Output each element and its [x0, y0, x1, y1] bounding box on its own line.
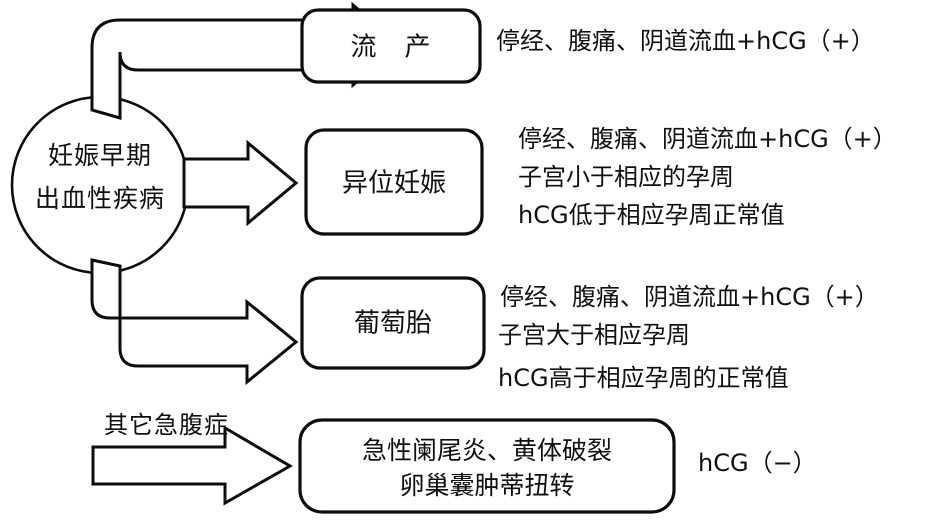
- edge-ectopic-arrow: [182, 139, 299, 227]
- detail-mole-line2: 子宫大于相应孕周: [498, 321, 690, 349]
- node-box-mole[interactable]: [300, 276, 486, 370]
- detail-mole-line3: hCG高于相应孕周的正常值: [498, 364, 789, 392]
- root-node-label-line1: 妊娠早期: [48, 141, 152, 170]
- node-box-abortion-label: 流 产: [350, 33, 431, 63]
- detail-ectopic-line1: 停经、腹痛、阴道流血+hCG（+）: [518, 125, 897, 153]
- root-node-label-line2: 出血性疾病: [35, 184, 165, 213]
- edge-other-acute-abdomen-arrow: [91, 425, 294, 506]
- node-box-ectopic-label: 异位妊娠: [342, 169, 446, 199]
- node-box-ectopic[interactable]: [304, 128, 484, 236]
- node-box-mole-label: 葡萄胎: [354, 309, 432, 339]
- detail-other-acute-abdomen-line1: hCG（−）: [698, 449, 817, 477]
- node-box-other-acute-abdomen-label-line2: 卵巢囊肿蒂扭转: [399, 471, 574, 500]
- node-box-other-acute-abdomen-label-line1: 急性阑尾炎、黄体破裂: [362, 436, 612, 465]
- detail-mole-line1: 停经、腹痛、阴道流血+hCG（+）: [500, 283, 879, 311]
- edge-other-acute-abdomen-label: 其它急腹症: [104, 411, 229, 439]
- detail-ectopic-line2: 子宫小于相应的孕周: [518, 163, 734, 191]
- node-box-other-acute-abdomen[interactable]: [298, 418, 676, 514]
- detail-ectopic-line3: hCG低于相应孕周正常值: [518, 201, 785, 229]
- node-box-abortion[interactable]: [300, 8, 482, 84]
- detail-abortion-line1: 停经、腹痛、阴道流血+hCG（+）: [496, 27, 875, 55]
- edge-mole-arrow: [90, 258, 299, 386]
